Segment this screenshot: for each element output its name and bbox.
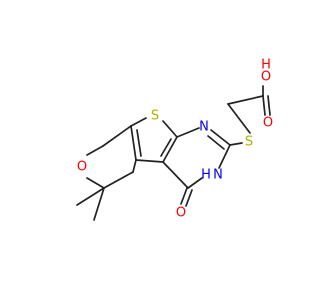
bond-nh-c4 bbox=[187, 177, 203, 189]
bond-c4-o-double bbox=[185, 189, 193, 207]
bond-c3a-c7a bbox=[130, 125, 137, 161]
bond-c4a-c3a bbox=[135, 159, 164, 163]
bond-ch2-o-left bbox=[86, 145, 104, 156]
bond-cquat-ch2 bbox=[103, 171, 134, 189]
bond-s-ch2 bbox=[227, 103, 251, 134]
bond-c8a-c4a-double bbox=[160, 138, 172, 157]
bond-n-c2 bbox=[210, 129, 231, 146]
bond-c8a-n bbox=[176, 127, 200, 138]
atom-s-ring: S bbox=[151, 109, 159, 124]
atom-o-acid-carbonyl: O bbox=[263, 116, 273, 131]
molecule-structure-diagram: S S O O O H N N H O bbox=[76, 58, 273, 221]
atom-h-hydroxyl: H bbox=[261, 58, 271, 73]
bond-methyl-2 bbox=[93, 187, 105, 221]
atom-labels: S S O O O H N N H O bbox=[77, 58, 273, 221]
bond-c3a-c7a-double bbox=[136, 129, 142, 157]
bond-n-c2-double bbox=[207, 135, 225, 150]
atom-n-imine: N bbox=[199, 120, 209, 135]
atom-s-thioether: S bbox=[245, 135, 253, 150]
bond-c2-s bbox=[229, 142, 243, 146]
bond-ch2-c3a bbox=[132, 159, 137, 173]
bond-cooh-o bbox=[262, 95, 266, 116]
bond-c8a-c4a bbox=[162, 136, 178, 163]
bond-c4-c4a bbox=[162, 161, 189, 189]
atom-o-pyran: O bbox=[77, 160, 87, 175]
atom-o-hydroxyl: O bbox=[261, 70, 271, 85]
bond-methyl-1 bbox=[76, 187, 105, 206]
bond-s-c8a bbox=[162, 120, 178, 138]
atom-n-amide: N bbox=[213, 168, 223, 183]
atom-o-carbonyl: O bbox=[176, 206, 186, 221]
bonds bbox=[76, 85, 271, 221]
bond-c7a-s bbox=[130, 117, 147, 127]
bond-ch2top-c7a bbox=[102, 125, 132, 147]
atom-h-amide: H bbox=[201, 168, 211, 183]
bond-ch2-cooh bbox=[227, 95, 264, 105]
bond-o-cquat bbox=[86, 177, 105, 189]
bond-c4-o bbox=[180, 187, 188, 205]
bond-cooh-o-double bbox=[267, 95, 271, 116]
bond-c2-nh bbox=[218, 144, 231, 169]
